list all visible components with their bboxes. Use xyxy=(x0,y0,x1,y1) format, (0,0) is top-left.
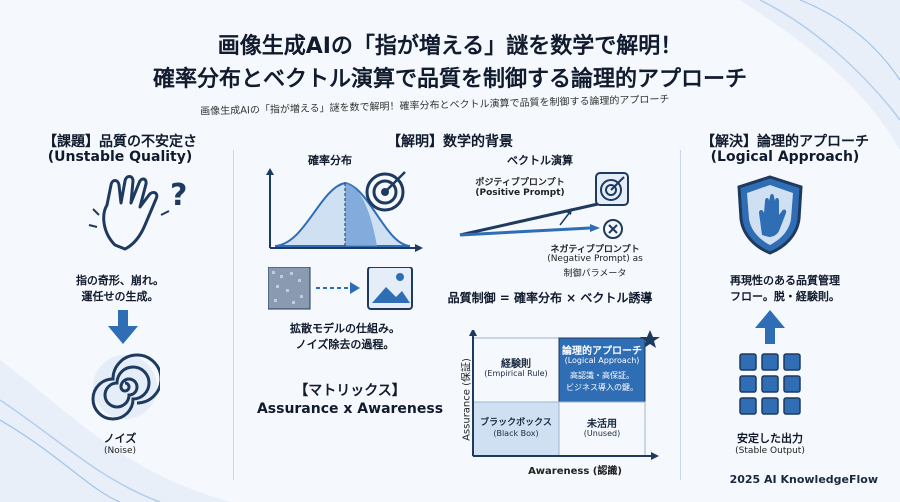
divider-left xyxy=(233,150,234,480)
solution-desc-1: 再現性のある品質管理 xyxy=(730,274,840,287)
formula: 品質制御 = 確率分布 × ベクトル誘導 xyxy=(447,291,653,305)
divider-right xyxy=(680,150,681,480)
vector-label: ベクトル演算 xyxy=(507,154,573,167)
page-title: 画像生成AIの「指が増える」謎を数学で解明！ xyxy=(217,34,683,59)
x-icon xyxy=(603,219,623,239)
vector-diagram xyxy=(459,202,600,237)
explain-heading: 【解明】数学的背景 xyxy=(387,134,513,150)
prob-label: 確率分布 xyxy=(308,154,352,167)
x-axis-label: Awareness (認識) xyxy=(528,466,622,477)
stable-output-label-en: (Stable Output) xyxy=(735,446,805,456)
negative-prompt-label-jp2: 制御パラメータ xyxy=(563,269,627,279)
star-icon xyxy=(640,330,660,348)
solution-heading: 【解決】論理的アプローチ xyxy=(701,134,869,150)
image-icon xyxy=(367,267,413,310)
footer-credit: 2025 AI KnowledgeFlow xyxy=(729,473,878,486)
positive-prompt-label-en: (Positive Prompt) xyxy=(475,188,565,198)
diffusion-diagram xyxy=(268,267,413,310)
quadrant-tr-jp: 論理的アプローチ xyxy=(562,346,642,357)
arrow-up-icon xyxy=(755,310,785,344)
solution-heading-en: (Logical Approach) xyxy=(710,149,860,165)
problem-heading: 【課題】品質の不安定さ xyxy=(43,134,197,150)
target-icon xyxy=(365,171,406,212)
quadrant-br-jp: 未活用 xyxy=(587,419,617,430)
problem-desc-2: 運任せの生成。 xyxy=(81,290,159,303)
target-icon-small xyxy=(595,172,629,206)
diffusion-desc-1: 拡散モデルの仕組み。 xyxy=(290,322,400,335)
negative-prompt-label: ネガティブプロンプト xyxy=(550,245,640,255)
hand-icon: ? xyxy=(88,175,187,251)
problem-desc-1: 指の奇形、崩れ。 xyxy=(75,274,165,287)
quadrant-tl-en: (Empirical Rule) xyxy=(484,369,548,378)
grid-icon xyxy=(739,353,801,415)
spiral-icon xyxy=(91,353,160,421)
quadrant-bl-en: (Black Box) xyxy=(493,429,539,438)
quadrant-bl-jp: ブラックボックス xyxy=(480,418,552,428)
arrow-down-icon xyxy=(108,310,138,344)
page-title-line2: 確率分布とベクトル演算で品質を制御する論理的アプローチ xyxy=(152,67,747,92)
shield-hand-icon xyxy=(737,175,803,255)
matrix-subheading: Assurance x Awareness xyxy=(256,401,444,417)
diffusion-desc-2: ノイズ除去の過程。 xyxy=(295,338,395,351)
quadrant-tr-desc1: 高認識・高保証。 xyxy=(570,371,634,380)
matrix-heading: 【マトリックス】 xyxy=(294,383,406,399)
y-axis-label: Assurance (保証) xyxy=(461,358,473,441)
quadrant-tr-en: (Logical Approach) xyxy=(564,356,640,365)
quadrant-br-en: (Unused) xyxy=(583,429,621,438)
noise-label: ノイズ xyxy=(103,432,137,445)
probability-chart xyxy=(266,168,423,252)
question-icon: ? xyxy=(170,178,187,213)
quadrant-tl-jp: 経験則 xyxy=(501,359,531,370)
positive-prompt-label: ポジティブプロンプト xyxy=(475,178,565,188)
solution-desc-2: フロー。脱・経験則。 xyxy=(730,290,840,303)
assurance-awareness-matrix xyxy=(469,330,660,460)
quadrant-tr-desc2: ビジネス導入の鍵。 xyxy=(566,383,638,392)
problem-heading-en: (Unstable Quality) xyxy=(47,149,193,165)
negative-prompt-label-en: (Negative Prompt) as xyxy=(547,254,643,264)
stable-output-label: 安定した出力 xyxy=(737,432,803,445)
noise-label-en: (Noise) xyxy=(104,446,136,456)
